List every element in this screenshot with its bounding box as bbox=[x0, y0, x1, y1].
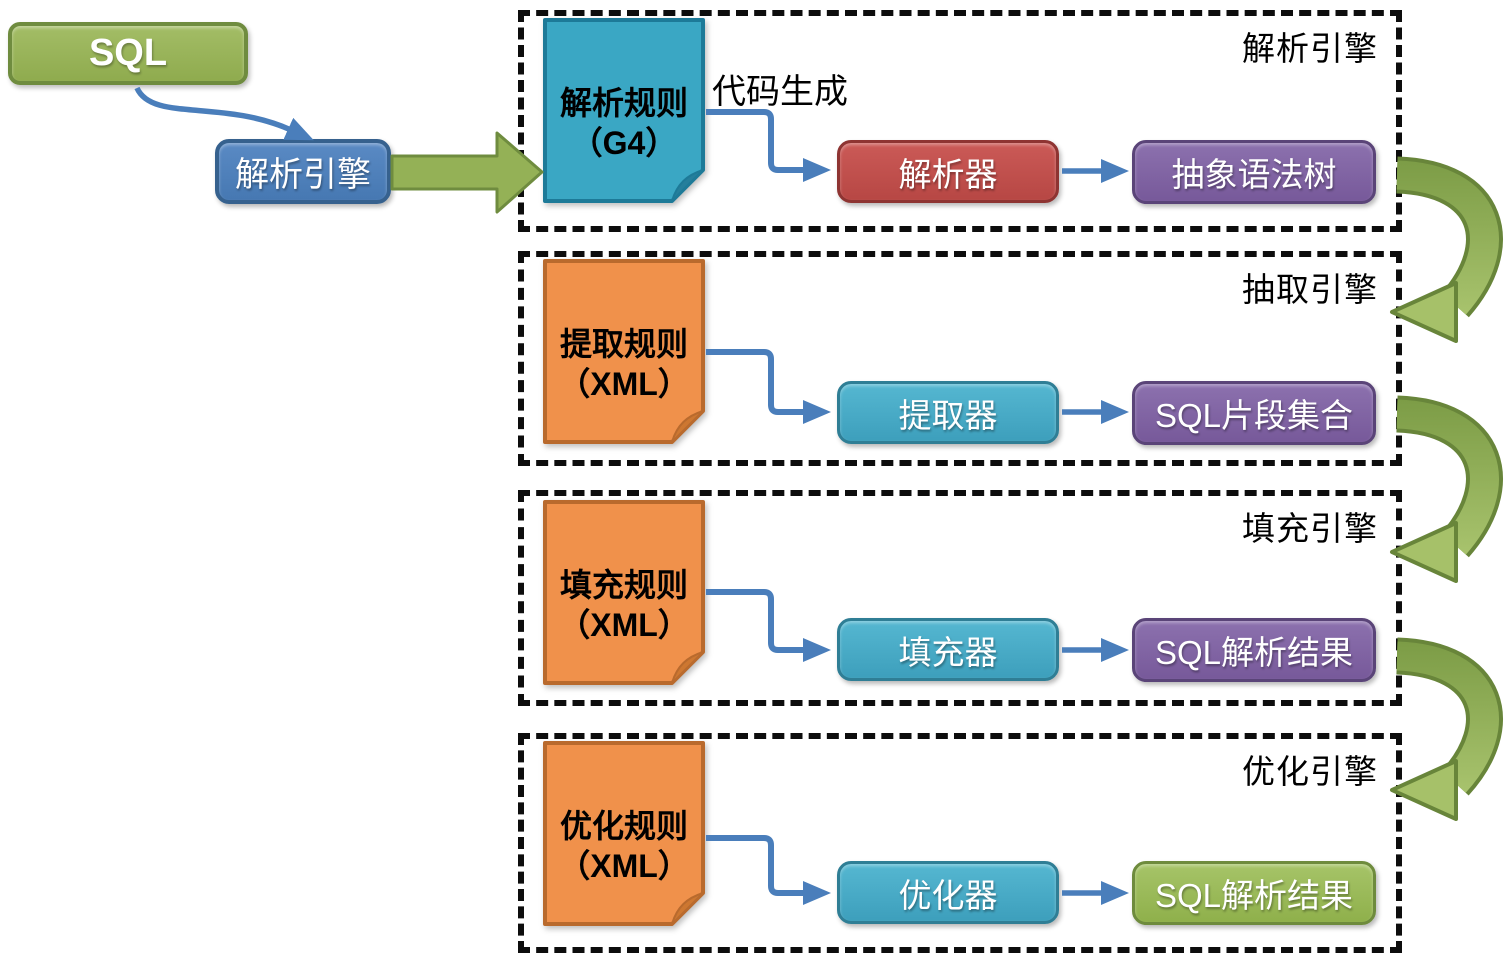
doc-label-line2: （XML） bbox=[558, 847, 690, 884]
stage-title-fill: 填充引擎 bbox=[1242, 510, 1378, 547]
parse-engine-chip-label: 解析引擎 bbox=[235, 156, 371, 194]
doc-label-line1: 解析规则 bbox=[559, 85, 688, 122]
doc-label-line2: （XML） bbox=[558, 365, 690, 402]
optimizer-pill: 优化器 bbox=[837, 861, 1059, 924]
parse-engine-chip: 解析引擎 bbox=[215, 139, 391, 204]
extractor-pill: 提取器 bbox=[837, 381, 1059, 444]
stage-box-extract-engine: 抽取引擎 bbox=[518, 251, 1402, 466]
doc-label-line1: 填充规则 bbox=[559, 567, 688, 604]
loop-arrow-stage1-to-stage2 bbox=[1390, 156, 1503, 343]
extractor-pill-label: 提取器 bbox=[898, 396, 998, 434]
optimizer-pill-label: 优化器 bbox=[898, 876, 998, 914]
document-icon bbox=[543, 500, 705, 685]
doc-label-line2: （G4） bbox=[570, 124, 678, 161]
doc-label-line1: 提取规则 bbox=[559, 326, 688, 363]
stage-title-optimize: 优化引擎 bbox=[1242, 753, 1378, 790]
stage-title-extract: 抽取引擎 bbox=[1242, 271, 1378, 308]
sql-source-label: SQL bbox=[88, 32, 168, 74]
ast-pill-label: 抽象语法树 bbox=[1171, 156, 1337, 193]
sql-parse-result-label: SQL解析结果 bbox=[1154, 634, 1354, 671]
rule-document-parse: 解析规则 （G4） bbox=[543, 18, 705, 203]
stage-box-optimize-engine: 优化引擎 bbox=[518, 733, 1402, 953]
sql-fragments-output-pill: SQL片段集合 bbox=[1132, 381, 1376, 445]
parser-pill-label: 解析器 bbox=[898, 155, 998, 193]
sql-fragments-pill-label: SQL片段集合 bbox=[1154, 397, 1354, 434]
parser-pill: 解析器 bbox=[837, 140, 1059, 203]
code-gen-annotation: 代码生成 bbox=[712, 73, 848, 111]
stage-title-parse: 解析引擎 bbox=[1242, 30, 1378, 67]
final-sql-result-pill: SQL解析结果 bbox=[1132, 861, 1376, 925]
sql-source-box: SQL bbox=[8, 22, 248, 85]
loop-arrow-stage3-to-stage4 bbox=[1390, 637, 1503, 821]
rule-document-fill: 填充规则 （XML） bbox=[543, 500, 705, 685]
sql-to-engine-arrow bbox=[134, 86, 314, 141]
stage-box-parse-engine: 解析引擎 bbox=[518, 10, 1402, 232]
rule-document-extract: 提取规则 （XML） bbox=[543, 259, 705, 444]
final-sql-result-label: SQL解析结果 bbox=[1154, 877, 1354, 914]
loop-arrow-stage2-to-stage3 bbox=[1390, 395, 1503, 583]
doc-label-line2: （XML） bbox=[558, 606, 690, 643]
stage-box-fill-engine: 填充引擎 bbox=[518, 490, 1402, 706]
document-icon bbox=[543, 259, 705, 444]
filler-pill-label: 填充器 bbox=[898, 633, 998, 671]
doc-label-line1: 优化规则 bbox=[559, 808, 688, 845]
filler-pill: 填充器 bbox=[837, 618, 1059, 681]
document-icon bbox=[543, 741, 705, 926]
rule-document-optimize: 优化规则 （XML） bbox=[543, 741, 705, 926]
document-icon bbox=[543, 18, 705, 203]
ast-output-pill: 抽象语法树 bbox=[1132, 140, 1376, 204]
sql-parse-result-pill: SQL解析结果 bbox=[1132, 618, 1376, 682]
